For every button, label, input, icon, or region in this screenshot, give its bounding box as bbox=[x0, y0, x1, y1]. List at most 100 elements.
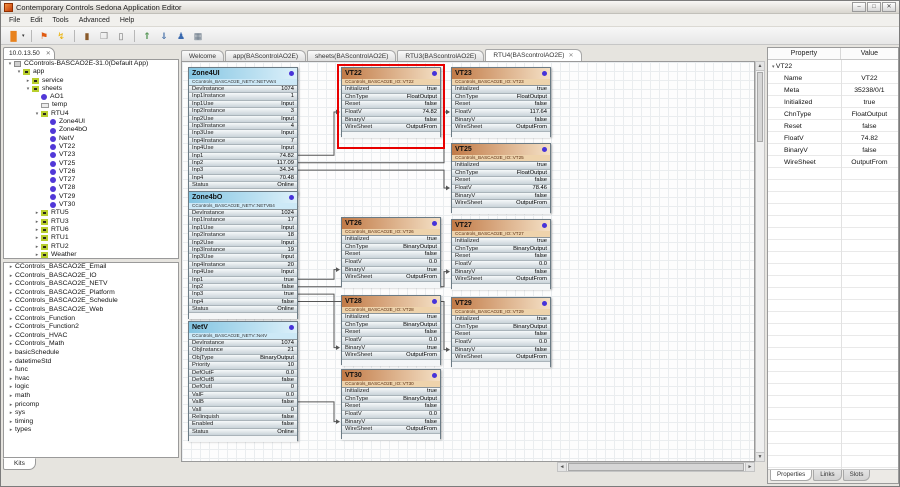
kit-item-ccontrols_function2[interactable]: ▸CControls_Function2 bbox=[4, 323, 178, 332]
expander-icon[interactable]: ▸ bbox=[26, 77, 30, 84]
tree-item-service[interactable]: ▸service bbox=[4, 77, 178, 85]
tree-item-sheets[interactable]: ▾sheets bbox=[4, 85, 178, 93]
put-to-device-icon[interactable]: ⇑ bbox=[143, 30, 151, 41]
tree-item-temp[interactable]: temp bbox=[4, 101, 178, 109]
expander-icon[interactable]: ▸ bbox=[9, 272, 13, 279]
kit-item-func[interactable]: ▸func bbox=[4, 366, 178, 375]
expander-icon[interactable]: ▾ bbox=[17, 69, 21, 76]
get-from-device-icon[interactable]: ⇓ bbox=[160, 30, 168, 41]
kit-item-basicschedule[interactable]: ▸basicSchedule bbox=[4, 349, 178, 358]
tab-rtu4-bascontrolao2e-[interactable]: RTU4(BAScontrolAO2E)✕ bbox=[485, 49, 582, 61]
wire-Zone4bO-Inp1-to-VT26-BinaryV[interactable] bbox=[298, 269, 337, 280]
delete-icon[interactable]: ▯ bbox=[118, 30, 124, 41]
menu-tools[interactable]: Tools bbox=[52, 16, 69, 24]
bundle-app-icon[interactable]: ⚑ bbox=[39, 30, 49, 41]
tree-item-vt29[interactable]: VT29 bbox=[4, 193, 178, 201]
menu-edit[interactable]: Edit bbox=[30, 16, 43, 24]
tree-item-vt23[interactable]: VT23 bbox=[4, 151, 178, 159]
tab-app-bascontrolao2e-[interactable]: app(BAScontrolAO2E) bbox=[224, 50, 307, 61]
tree-item-vt30[interactable]: VT30 bbox=[4, 201, 178, 209]
kit-item-pricomp[interactable]: ▸pricomp bbox=[4, 401, 178, 410]
tab-welcome[interactable]: Welcome bbox=[181, 50, 224, 61]
vertical-scroll-thumb[interactable] bbox=[757, 72, 763, 142]
scroll-right-icon[interactable]: ► bbox=[745, 463, 754, 471]
tree-item-vt25[interactable]: VT25 bbox=[4, 160, 178, 168]
expander-icon[interactable]: ▸ bbox=[9, 324, 13, 331]
tree-item-zone4ui[interactable]: Zone4UI bbox=[4, 118, 178, 126]
tree-item-vt26[interactable]: VT26 bbox=[4, 168, 178, 176]
tree-item-rtu3[interactable]: ▸RTU3 bbox=[4, 218, 178, 226]
wire-Zone4UI-Inp3-to-VT25-FloatV[interactable] bbox=[298, 169, 447, 189]
restart-app-icon[interactable]: ↯ bbox=[57, 30, 65, 41]
kit-item-math[interactable]: ▸math bbox=[4, 392, 178, 401]
expander-icon[interactable]: ▸ bbox=[9, 375, 13, 382]
tree-item-rtu1[interactable]: ▸RTU1 bbox=[4, 234, 178, 242]
close-icon[interactable]: ✕ bbox=[45, 51, 51, 57]
minimize-button[interactable]: – bbox=[852, 2, 866, 12]
scroll-up-icon[interactable]: ▲ bbox=[756, 62, 764, 71]
tree-item-ccontrols-bascao2e-31-0-default-app-[interactable]: ▾CControls-BASCAO2E-31.0(Default App) bbox=[4, 60, 178, 68]
close-button[interactable]: ✕ bbox=[882, 2, 896, 12]
expander-icon[interactable]: ▸ bbox=[35, 218, 39, 225]
kit-item-ccontrols_math[interactable]: ▸CControls_Math bbox=[4, 340, 178, 349]
tree-item-rtu6[interactable]: ▸RTU6 bbox=[4, 226, 178, 234]
canvas-horizontal-scrollbar[interactable]: ◄ ► bbox=[557, 462, 755, 472]
expander-icon[interactable]: ▸ bbox=[9, 341, 13, 348]
tree-item-rtu2[interactable]: ▸RTU2 bbox=[4, 243, 178, 251]
menu-help[interactable]: Help bbox=[119, 16, 135, 24]
tab-rtu3-bascontrolao2e-[interactable]: RTU3(BAScontrolAO2E) bbox=[397, 50, 485, 61]
tree-item-zone4bo[interactable]: Zone4bO bbox=[4, 126, 178, 134]
tree-item-vt22[interactable]: VT22 bbox=[4, 143, 178, 151]
kit-item-ccontrols_bascao2e_web[interactable]: ▸CControls_BASCAO2E_Web bbox=[4, 306, 178, 315]
wiresheet-grid-icon[interactable]: ▦ bbox=[193, 30, 203, 41]
scroll-down-icon[interactable]: ▼ bbox=[756, 452, 764, 461]
expander-icon[interactable]: ▾ bbox=[772, 63, 776, 70]
expander-icon[interactable]: ▸ bbox=[9, 306, 13, 313]
